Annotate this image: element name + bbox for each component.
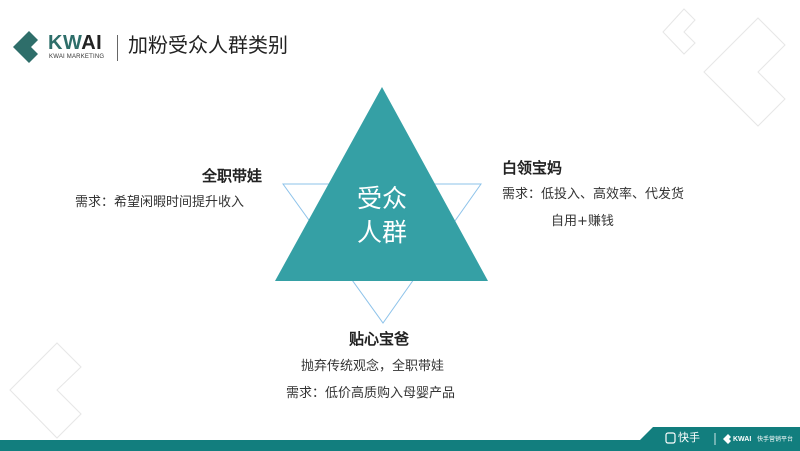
brand-wordmark: KWAI <box>48 33 102 53</box>
brand-subtitle: KWAI MARKETING <box>49 54 105 60</box>
segment-desc-caring-dad: 抛弃传统观念，全职带娃 <box>301 359 445 374</box>
footer-bar <box>0 427 800 451</box>
segment-need-office-mom: 需求：低投入、高效率、代发货 <box>502 187 685 202</box>
audience-triangle <box>275 87 488 281</box>
decorative-chevron-small <box>662 8 696 55</box>
footer-kuaishou-label: 快手 <box>678 431 700 444</box>
decorative-chevron-large <box>703 17 786 127</box>
title-divider <box>117 35 118 61</box>
kwai-logo-icon <box>13 31 38 63</box>
segment-title-caring-dad: 贴心宝爸 <box>349 330 410 348</box>
segment-need-caring-dad: 需求：低价高质购入母婴产品 <box>286 386 456 401</box>
footer-kwai-label: KWAI <box>733 436 752 443</box>
segment-need-fulltime-mom: 需求：希望闲暇时间提升收入 <box>75 195 245 210</box>
footer-kwai-icon <box>723 434 731 444</box>
center-label-line1: 受众 <box>356 184 407 213</box>
segment-need-office-mom-2: 自用+赚钱 <box>551 214 614 229</box>
segment-title-fulltime-mom: 全职带娃 <box>202 167 263 185</box>
footer-platform-label: 快手营销平台 <box>757 436 794 443</box>
center-label-line2: 人群 <box>356 218 407 247</box>
kuaishou-icon <box>665 432 676 444</box>
decorative-chevron-bottom-left <box>9 342 82 439</box>
center-label: 受众 人群 <box>342 182 422 250</box>
page-title: 加粉受众人群类别 <box>128 33 288 57</box>
brand-ai: AI <box>81 32 103 54</box>
brand-kw: KW <box>48 32 82 54</box>
segment-title-office-mom: 白领宝妈 <box>502 159 563 177</box>
